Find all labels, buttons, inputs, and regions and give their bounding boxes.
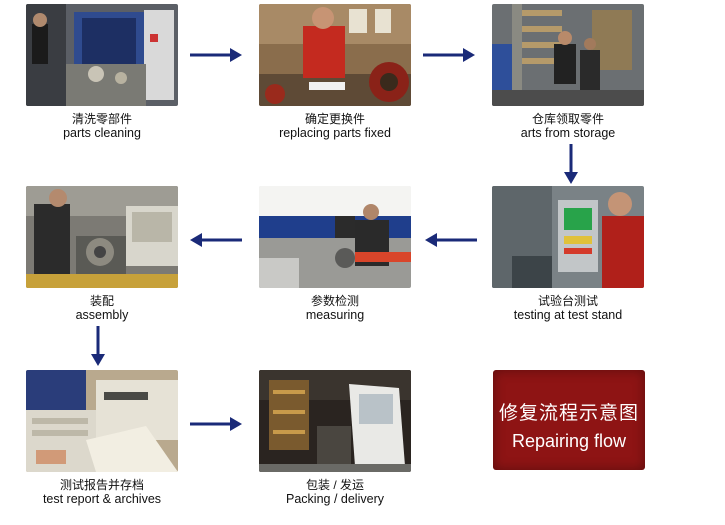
- step-label-en: arts from storage: [520, 126, 616, 140]
- storage-photo: [492, 4, 644, 106]
- step-parts-cleaning: 清洗零部件 parts cleaning: [22, 4, 182, 141]
- measuring-photo: [259, 186, 411, 288]
- step-label-cn: 测试报告并存档: [59, 478, 144, 492]
- arrow-left-icon: [190, 232, 242, 248]
- step-label-en: test report & archives: [42, 492, 162, 506]
- report-photo: [26, 370, 178, 472]
- parts-cleaning-photo: [26, 4, 178, 106]
- step-label-en: measuring: [305, 308, 365, 322]
- step-label-en: testing at test stand: [513, 308, 623, 322]
- step-measuring: 参数检测 measuring: [255, 186, 415, 323]
- replacing-parts-photo: [259, 4, 411, 106]
- step-replacing-parts: 确定更换件 replacing parts fixed: [255, 4, 415, 141]
- arrow-right-icon: [423, 47, 475, 63]
- step-label-cn: 装配: [89, 294, 114, 308]
- step-label-cn: 包装 / 发运: [305, 478, 364, 492]
- arrow-right-icon: [190, 416, 242, 432]
- step-storage: 仓库领取零件 arts from storage: [488, 4, 648, 141]
- arrow-down-icon: [563, 144, 579, 184]
- step-label-en: assembly: [75, 308, 129, 322]
- step-label-en: Packing / delivery: [286, 492, 384, 506]
- arrow-right-icon: [190, 47, 242, 63]
- step-label-en: parts cleaning: [63, 126, 141, 140]
- step-testing: 试验台测试 testing at test stand: [488, 186, 648, 323]
- arrow-down-icon: [90, 326, 106, 366]
- badge-title-cn: 修复流程示意图: [498, 403, 639, 424]
- step-label-cn: 确定更换件: [304, 112, 365, 126]
- step-report: 测试报告并存档 test report & archives: [22, 370, 182, 507]
- assembly-photo: [26, 186, 178, 288]
- step-label-en: replacing parts fixed: [279, 126, 391, 140]
- arrow-left-icon: [425, 232, 477, 248]
- step-assembly: 装配 assembly: [22, 186, 182, 323]
- step-label-cn: 试验台测试: [537, 294, 598, 308]
- badge-title-en: Repairing flow: [511, 431, 627, 451]
- step-label-cn: 仓库领取零件: [531, 112, 604, 126]
- step-label-cn: 参数检测: [310, 294, 359, 308]
- testing-photo: [492, 186, 644, 288]
- packing-photo: [259, 370, 411, 472]
- step-label-cn: 清洗零部件: [71, 112, 132, 126]
- repairing-flow-badge: 修复流程示意图 Repairing flow: [493, 370, 645, 470]
- step-packing: 包装 / 发运 Packing / delivery: [255, 370, 415, 507]
